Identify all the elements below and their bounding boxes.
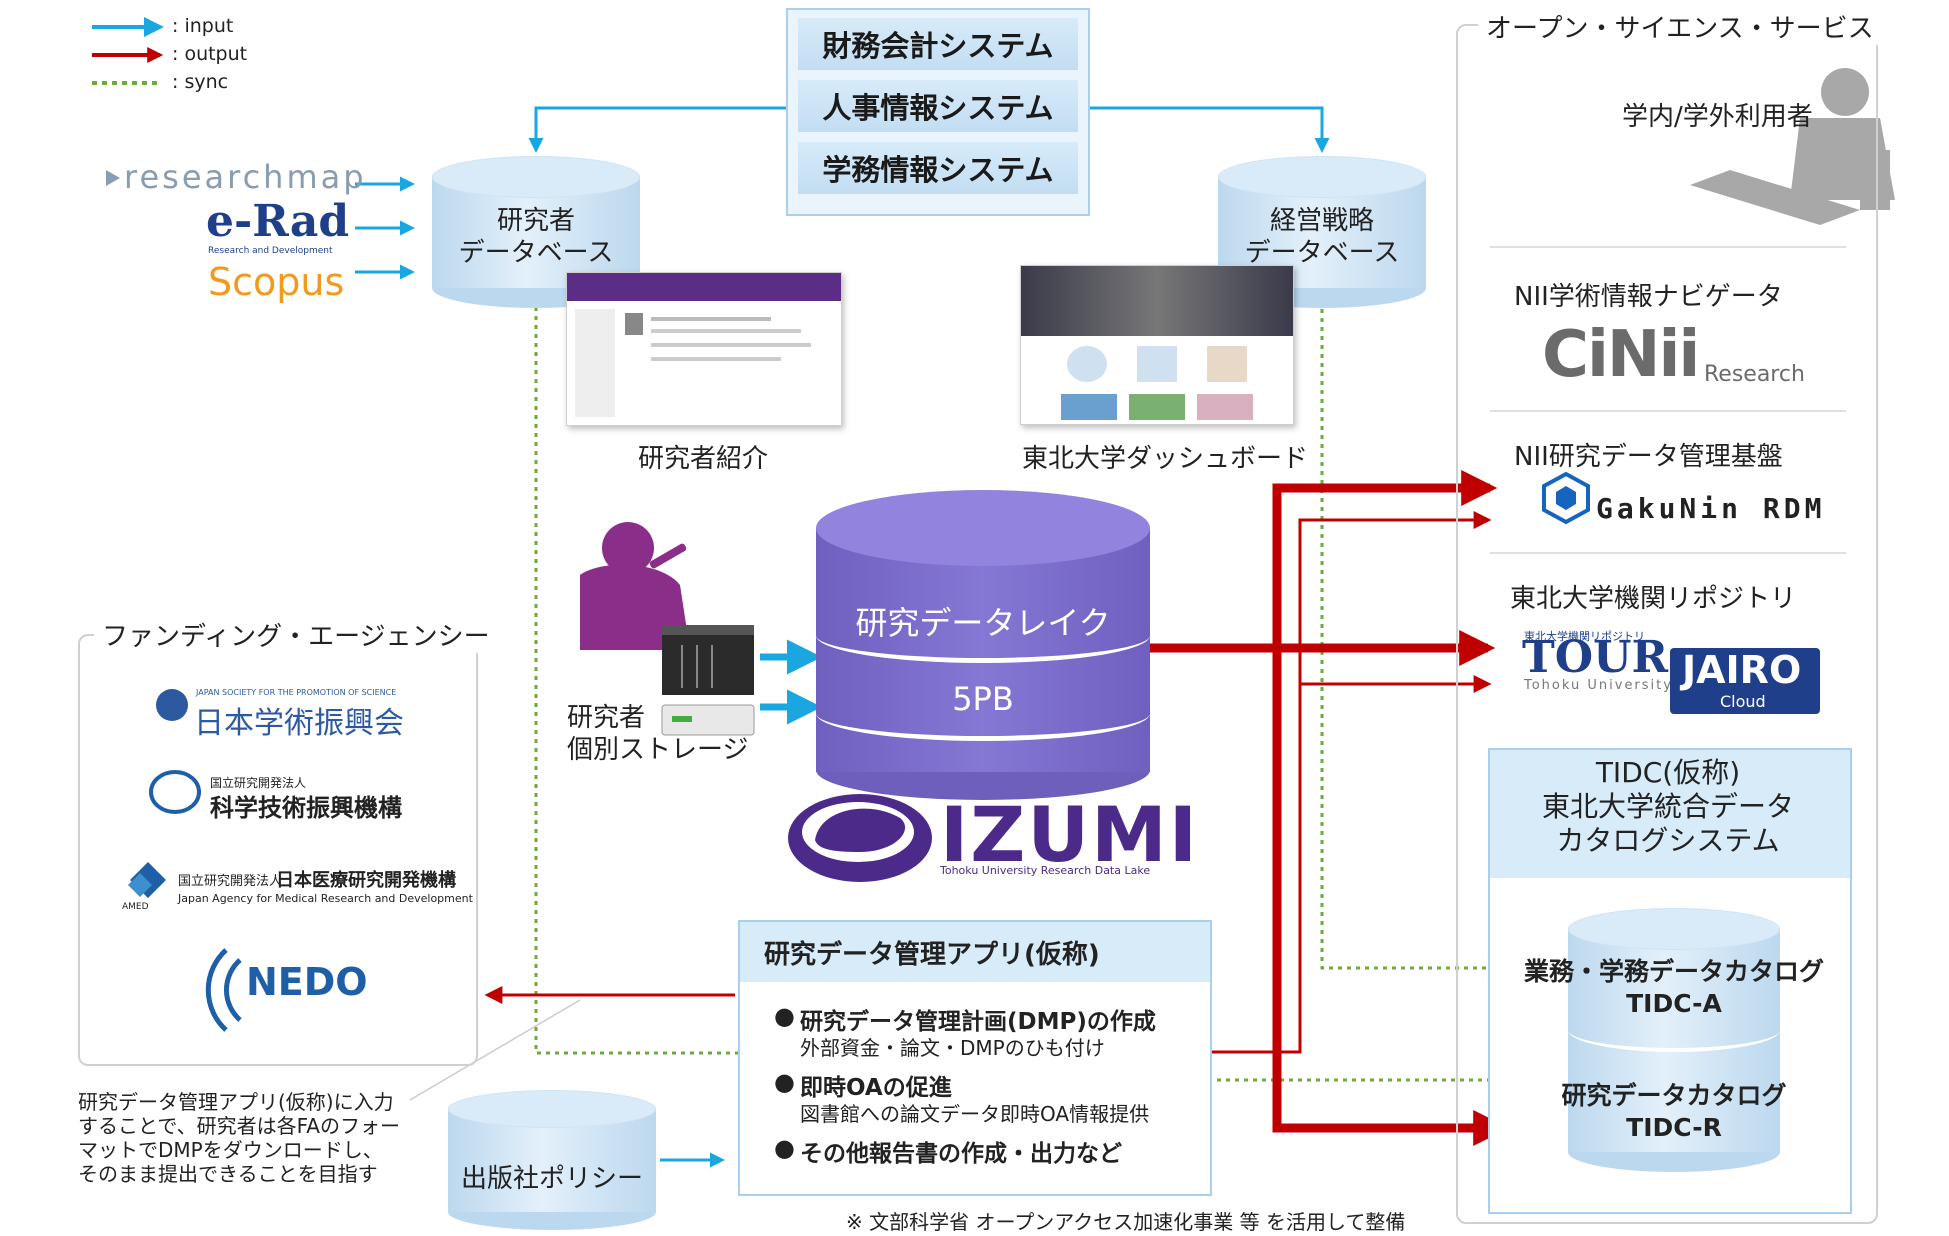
jst-logo-icon [149, 770, 201, 814]
disk-drive-icon [661, 704, 755, 736]
app-item-2-main: 即時OAの促進 [800, 1075, 952, 1101]
top-systems-box: 財務会計システム 人事情報システム 学務情報システム [786, 8, 1090, 216]
app-item-1-main: 研究データ管理計画(DMP)の作成 [800, 1009, 1156, 1035]
storage-label: 研究者 個別ストレージ [567, 703, 749, 765]
arrow-lake-to-tidc-r [1272, 648, 1510, 1146]
mgmt-db-label: 経営戦略 データベース [1244, 206, 1400, 268]
nii-rdm-label: NII研究データ管理基盤 [1514, 442, 1783, 472]
app-item-3-main: その他報告書の作成・出力など [800, 1141, 1122, 1167]
legend-input-label: : input [172, 15, 234, 37]
app-item-2-sub: 図書館への論文データ即時OA情報提供 [800, 1102, 1150, 1126]
jsps-name: 日本学術振興会 [194, 706, 404, 741]
tidc-a-label: 業務・学務データカタログ TIDC-A [1523, 957, 1824, 1018]
researchmap-logo: researchmap [124, 158, 367, 196]
legend-output-label: : output [172, 43, 248, 65]
open-science-title: オープン・サイエンス・サービス [1478, 8, 1882, 45]
legend-sync-label: : sync [172, 71, 229, 93]
dashboard-label: 東北大学ダッシュボード [1022, 444, 1309, 474]
app-box [738, 920, 1212, 1196]
data-lake-cylinder [816, 490, 1150, 800]
cinii-logo: CiNii [1542, 318, 1700, 392]
arrow-systems-to-mgmt-db [1085, 106, 1330, 153]
note-pointer [409, 999, 581, 1101]
server-icon [662, 625, 754, 695]
amed-logo-icon [128, 862, 166, 898]
tidc-cylinder [1568, 908, 1780, 1172]
tour-sub: Tohoku University [1524, 678, 1673, 693]
system-hr: 人事情報システム [798, 80, 1078, 132]
researcher-intro-screenshot [566, 272, 842, 426]
jst-sub: 国立研究開発法人 [210, 776, 307, 790]
app-title: 研究データ管理アプリ(仮称) [764, 940, 1100, 970]
amed-logo-text: AMED [122, 902, 149, 912]
researcher-intro-label: 研究者紹介 [638, 444, 769, 474]
amed-en: Japan Agency for Medical Research and De… [178, 892, 473, 905]
funding-title: ファンディング・エージェンシー [94, 616, 498, 653]
data-lake-title: 研究データレイク [855, 604, 1111, 642]
jsps-en: JAPAN SOCIETY FOR THE PROMOTION OF SCIEN… [196, 688, 397, 697]
app-item-3-bullet: ● [774, 1134, 795, 1162]
arrow-app-to-gakunin [1208, 511, 1492, 1054]
system-academic: 学務情報システム [798, 142, 1078, 194]
scopus-logo: Scopus [208, 260, 345, 304]
gakunin-logo-icon [1542, 471, 1590, 525]
data-lake-capacity: 5PB [952, 680, 1014, 718]
jsps-logo-icon [156, 689, 188, 721]
izumi-logo-icon [788, 794, 932, 882]
publisher-db-cylinder [448, 1090, 656, 1230]
izumi-logo-text: IZUMI [940, 790, 1200, 879]
footnote: ※ 文部科学省 オープンアクセス加速化事業 等 を活用して整備 [846, 1210, 1406, 1234]
jairo-logo: JAIRO [1682, 648, 1802, 692]
jairo-badge [1670, 648, 1820, 714]
divider-3 [1490, 552, 1846, 554]
app-item-1-sub: 外部資金・論文・DMPのひも付け [800, 1036, 1105, 1060]
arrow-systems-to-researcher-db [528, 106, 790, 153]
nii-nav-label: NII学術情報ナビゲータ [1514, 282, 1783, 312]
divider-1 [1490, 246, 1846, 248]
nedo-name: NEDO [246, 960, 368, 1004]
researcher-db-label: 研究者 データベース [458, 206, 614, 268]
publisher-policy-label: 出版社ポリシー [460, 1164, 643, 1194]
system-finance: 財務会計システム [798, 18, 1078, 70]
note-text: 研究データ管理アプリ(仮称)に入力 することで、研究者は各FAのフォー マットで… [78, 1090, 400, 1186]
tour-logo: TOUR [1522, 632, 1669, 683]
dashboard-screenshot [1020, 265, 1294, 425]
user-person-icon [1690, 68, 1895, 225]
amed-sub: 国立研究開発法人 [178, 874, 283, 889]
divider-2 [1490, 410, 1846, 412]
jst-name: 科学技術振興機構 [210, 794, 402, 822]
app-item-1-bullet: ● [774, 1002, 795, 1030]
nedo-logo-icon [205, 948, 242, 1032]
tidc-title: TIDC(仮称) 東北大学統合データ カタログシステム [1541, 756, 1794, 857]
tidc-r-label: 研究データカタログ TIDC-R [1561, 1081, 1787, 1142]
repo-label: 東北大学機関リポジトリ [1510, 584, 1797, 614]
users-label: 学内/学外利用者 [1622, 102, 1813, 132]
jairo-sub: Cloud [1720, 692, 1766, 711]
cinii-sub: Research [1704, 362, 1805, 387]
amed-name: 日本医療研究開発機構 [276, 870, 456, 891]
erad-subtitle: Research and Development [208, 246, 333, 256]
sync-mgmt-db-to-tidc-a [1320, 300, 1515, 970]
arrow-lake-to-gakunin [1272, 470, 1498, 648]
tour-top: 東北大学機関リポジトリ [1524, 630, 1645, 643]
app-item-2-bullet: ● [774, 1068, 795, 1096]
izumi-tagline: Tohoku University Research Data Lake [940, 864, 1151, 877]
gakunin-logo: GakuNin RDM [1596, 492, 1826, 525]
erad-logo: e-Rad [206, 196, 350, 247]
researchmap-logo-icon [106, 170, 120, 186]
